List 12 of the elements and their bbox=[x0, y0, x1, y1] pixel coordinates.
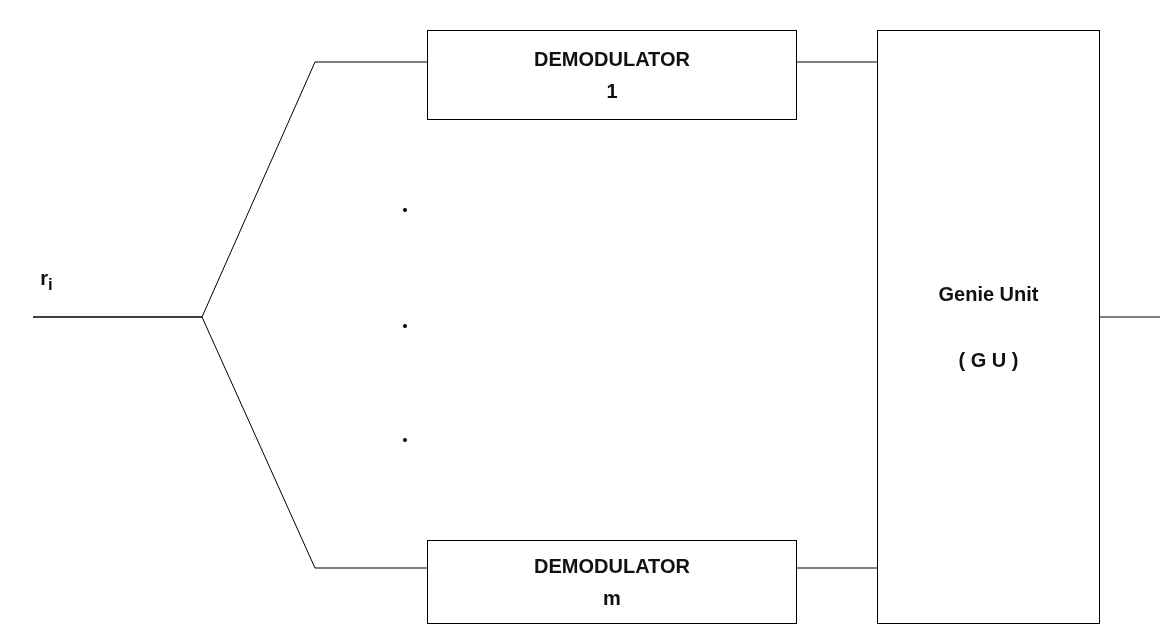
signal-label: r$_{i}$ bbox=[40, 266, 53, 296]
box-label: Genie Unit bbox=[938, 282, 1039, 307]
process-box bbox=[427, 30, 797, 120]
box-label: ( G U ) bbox=[958, 348, 1019, 373]
connector-line bbox=[32, 316, 428, 569]
process-box bbox=[427, 540, 797, 624]
connector-line bbox=[1099, 316, 1160, 318]
connector-line bbox=[796, 567, 878, 569]
box-label: DEMODULATOR 1 bbox=[533, 47, 691, 104]
box-label: DEMODULATOR m bbox=[533, 554, 691, 611]
process-box bbox=[877, 30, 1100, 624]
connector-line bbox=[796, 61, 878, 63]
